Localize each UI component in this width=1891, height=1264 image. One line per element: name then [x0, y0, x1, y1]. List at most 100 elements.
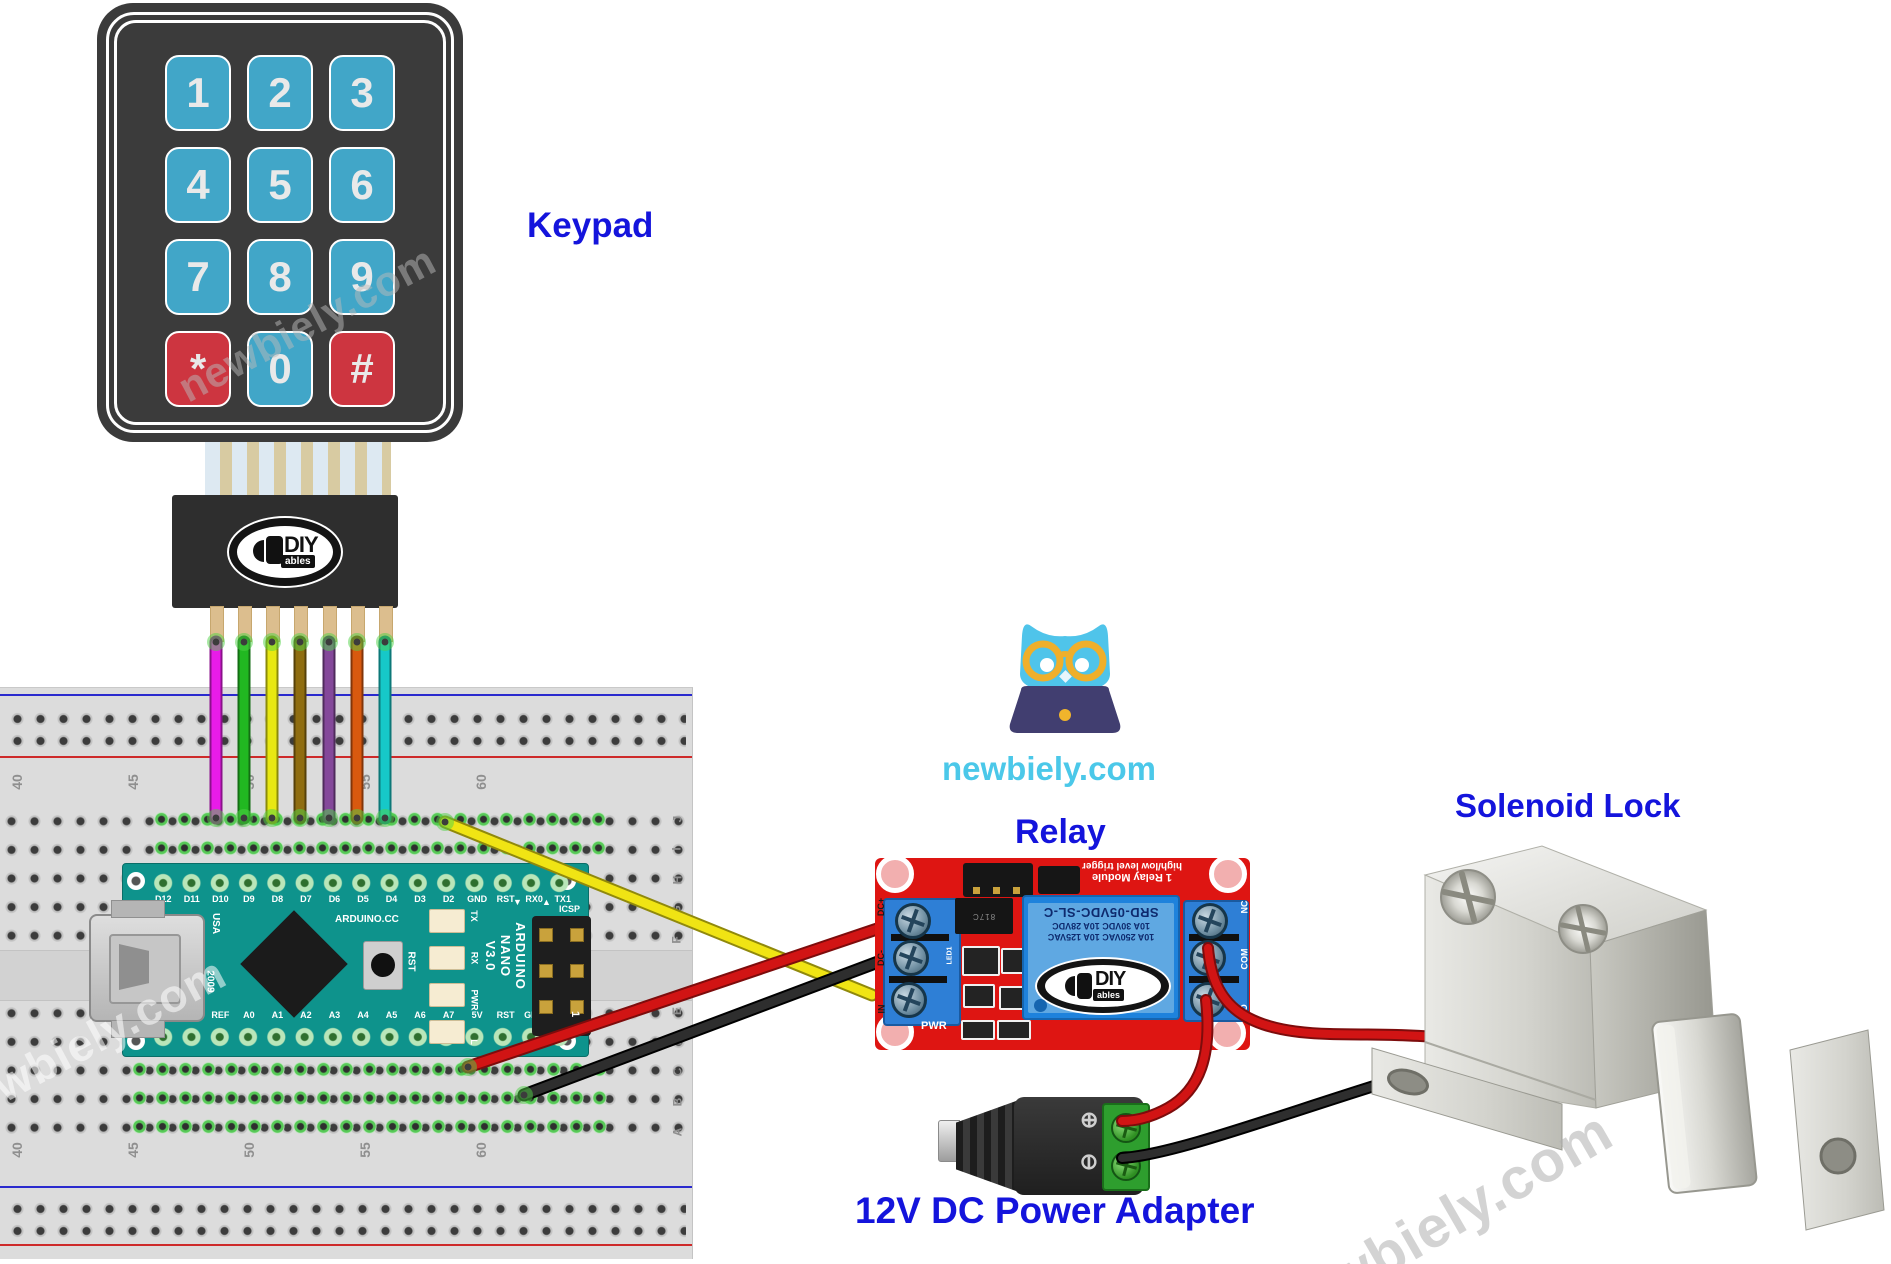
arduino-pin-label: A5 [385, 1010, 398, 1020]
l-led [429, 1020, 465, 1044]
relay-title: 1 Relay Module [1091, 871, 1173, 883]
keypad-key: 1 [165, 55, 231, 131]
led-label: L [469, 1039, 479, 1045]
adapter-to-solenoid-wire [1118, 1082, 1378, 1162]
arduino-pin-label: TX1 [554, 894, 571, 904]
jumper-pin [1013, 887, 1020, 894]
arduino-brand-text: ARDUINO NANO V3.0 [471, 901, 528, 1011]
arduino-bottom-pads [149, 1024, 577, 1050]
breadboard-row-letter: C [669, 1067, 684, 1076]
arduino-pin-label: D9 [243, 894, 255, 904]
diyables-logo-glyph [1077, 973, 1092, 999]
breadboard-rail-line-red [0, 1244, 692, 1246]
output-terminal-labels: NC COM NO [1236, 900, 1252, 1018]
arduino-top-pads [149, 870, 577, 896]
arduino-pin-label: D4 [385, 894, 398, 904]
terminal-label: COM [1239, 948, 1249, 970]
solenoid-lock [1371, 845, 1885, 1231]
newbiely-site-text: newbiely.com [942, 750, 1156, 787]
arduino-pin-label: A2 [300, 1010, 312, 1020]
relay-silkscreen-text: 1 Relay Module high/low level trigger [1027, 860, 1237, 883]
tx-led [429, 909, 465, 933]
keypad-key: 6 [329, 147, 395, 223]
breadboard-column-number: 60 [473, 1142, 489, 1158]
relay-cube: 10A 250VAC 10A 125VAC 10A 30VDC 10A 28VD… [1022, 895, 1180, 1020]
arduino-pin-label: D11 [183, 894, 200, 904]
keypad-key: # [329, 331, 395, 407]
keypad-key: * [165, 331, 231, 407]
brand-line: ARDUINO [513, 922, 528, 990]
breadboard-rail-holes [6, 1198, 686, 1242]
breadboard-column-number: 55 [357, 774, 373, 790]
breadboard-row-letter: B [669, 1097, 684, 1107]
diyables-logo-subtext: ables [1093, 989, 1125, 1001]
latch-bolt [1651, 1013, 1758, 1194]
keypad-key: 4 [165, 147, 231, 223]
connector-pin [379, 606, 393, 642]
icsp-pin [539, 964, 553, 978]
keypad-key: 5 [247, 147, 313, 223]
arduino-pin-label: D6 [328, 894, 341, 904]
power-symbol-icon: ⊖ [1077, 1152, 1103, 1172]
breadboard-column-number: 45 [125, 774, 141, 790]
breadboard-row-letter: F [670, 936, 684, 944]
laptop-logo-dot [1059, 709, 1071, 721]
diyables-logo-glyph [253, 539, 264, 562]
keypad-label: Keypad [527, 206, 654, 245]
terminal-label: DC+ [876, 897, 887, 917]
relay-rating: 10A 30VDC 10A 28VDC [1052, 921, 1150, 932]
icsp-pin [539, 928, 553, 942]
usb-tab [111, 900, 165, 918]
smd-component [997, 1020, 1031, 1040]
breadboard-row-letter: G [670, 905, 684, 915]
chip-label: 817C [972, 911, 996, 921]
connector-pin [266, 606, 280, 642]
adapter-label: 12V DC Power Adapter [855, 1190, 1255, 1231]
jumper-pin [973, 887, 980, 894]
keypad-key: 9 [329, 239, 395, 315]
diyables-logo-oval: DIY ables [1045, 965, 1161, 1007]
icsp-label: ICSP [559, 904, 581, 914]
pcb-hole [876, 855, 914, 893]
breadboard-row-letter: J [670, 815, 684, 823]
trigger-jumper [963, 863, 1033, 897]
diyables-logo: DIY ables [227, 515, 343, 588]
keypad-key: 0 [247, 331, 313, 407]
terminal-label: NO [1239, 1004, 1249, 1018]
terminal-label: NC [1239, 900, 1249, 914]
relay-rating: 10A 250VAC 10A 125VAC [1047, 932, 1155, 943]
diyables-logo-glyph [1065, 976, 1075, 996]
arduino-pin-label: D3 [414, 894, 426, 904]
icsp-pin [539, 1000, 553, 1014]
smd-component [963, 984, 995, 1008]
screw-slot-icon [1559, 905, 1607, 953]
breadboard-column-number: 40 [9, 774, 25, 790]
pcb-hole [1209, 855, 1247, 893]
keypad-key: 7 [165, 239, 231, 315]
terminal-screw [1190, 940, 1226, 976]
plus-symbol-icon: ⊕ [1080, 1107, 1099, 1132]
arduino-pin-label: A7 [442, 1010, 455, 1020]
breadboard-row-letter: H [669, 875, 684, 884]
arduino-pin-label: D2 [442, 894, 455, 904]
breadboard-rail-holes [6, 708, 686, 752]
arduino-pin-label: D12 [155, 894, 172, 904]
arduino-pin-label: D10 [212, 894, 229, 904]
newbiely-owl-logo [1009, 624, 1121, 733]
pwr-led [429, 983, 465, 1007]
rx-led [429, 946, 465, 970]
smd-component [962, 946, 1000, 976]
connector-pin [294, 606, 308, 642]
breadboard-active-holes [150, 805, 610, 862]
owl-glasses-icon [1022, 640, 1064, 682]
breadboard-row-letter: I [670, 847, 684, 851]
icsp-pin [570, 928, 584, 942]
glasses-bridge [1056, 651, 1073, 659]
relay-cube-text: 10A 250VAC 10A 125VAC 10A 30VDC 10A 28VD… [1030, 905, 1172, 943]
diyables-logo-oval: DIY ables [237, 525, 333, 578]
terminal-slot [1189, 976, 1239, 983]
